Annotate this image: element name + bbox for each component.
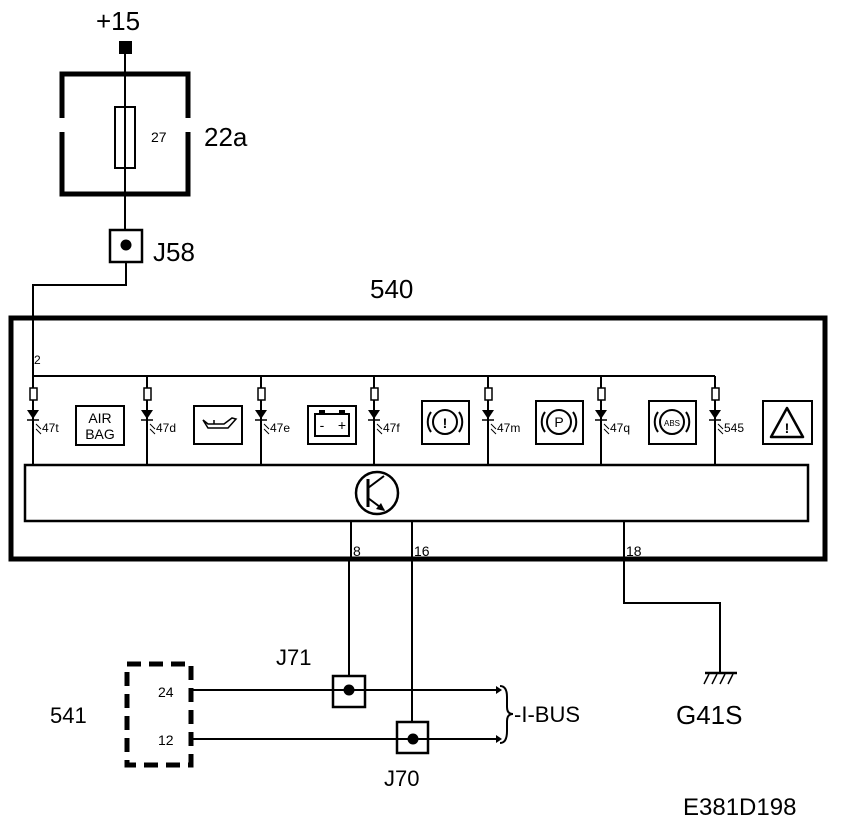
battery-icon: - + (307, 405, 357, 445)
module-541-label: 541 (50, 703, 87, 728)
led-47d-label: 47d (156, 421, 176, 435)
oil-can-icon (193, 405, 243, 445)
ibus-arrow-24 (496, 686, 502, 694)
module-541-pin-12: 12 (158, 732, 174, 748)
j71-label: J71 (276, 645, 311, 670)
led-545-label: 545 (724, 421, 744, 435)
airbag-icon: AIR BAG (75, 405, 125, 446)
led-47q-label: 47q (610, 421, 630, 435)
j58-feed-wire (32, 262, 127, 388)
ground-label: G41S (676, 700, 743, 730)
j70-label: J70 (384, 766, 419, 791)
led-channel-545: 545 (709, 376, 744, 465)
led-channel-47q: 47q (595, 376, 630, 465)
fuse-box-label: 22a (204, 122, 248, 152)
led-47m-label: 47m (497, 421, 520, 435)
supply-terminal (119, 41, 132, 54)
led-47t-label: 47t (42, 421, 59, 435)
supply-label: +15 (96, 6, 140, 36)
led-channel-47f: 47f (368, 376, 400, 465)
j58-label: J58 (153, 237, 195, 267)
instrument-label: 540 (370, 274, 413, 304)
ibus-brace (499, 685, 514, 744)
battery-plus: + (338, 417, 346, 433)
hazard-mark: ! (785, 420, 790, 436)
led-channel-47e: 47e (255, 376, 290, 465)
drawing-code: E381D198 (683, 794, 796, 821)
led-channel-47t: 47t (27, 376, 59, 465)
module-541 (124, 661, 194, 768)
j58-node (120, 239, 132, 251)
feed-pin-label: 2 (34, 353, 41, 367)
brake-warning-mark: ! (443, 415, 448, 431)
led-47e-label: 47e (270, 421, 290, 435)
transistor-icon (354, 470, 400, 516)
parking-brake-icon: P (535, 400, 584, 445)
hazard-triangle-icon: ! (762, 400, 813, 445)
abs-mark: ABS (664, 419, 680, 428)
driver-block (23, 463, 810, 523)
module-541-pin-24: 24 (158, 684, 174, 700)
parking-brake-mark: P (554, 414, 563, 430)
pin-8-label: 8 (353, 543, 361, 559)
battery-minus: - (320, 417, 325, 433)
abs-icon: ABS (648, 400, 697, 445)
pin-18-label: 18 (626, 543, 642, 559)
pin-18-ground-wire (623, 559, 721, 672)
led-channel-47d: 47d (141, 376, 176, 465)
ground-icon (703, 671, 737, 685)
led-channel-47m: 47m (482, 376, 520, 465)
pin-16-label: 16 (414, 543, 430, 559)
airbag-text-1: AIR (88, 410, 111, 426)
brake-warning-icon: ! (421, 400, 470, 445)
ibus-arrow-12 (496, 735, 502, 743)
led-47f-label: 47f (383, 421, 400, 435)
ibus-label: -I-BUS (514, 702, 580, 727)
fuse-number: 27 (151, 129, 167, 145)
airbag-text-2: BAG (85, 426, 115, 442)
instrument-panel-540 (8, 315, 828, 562)
